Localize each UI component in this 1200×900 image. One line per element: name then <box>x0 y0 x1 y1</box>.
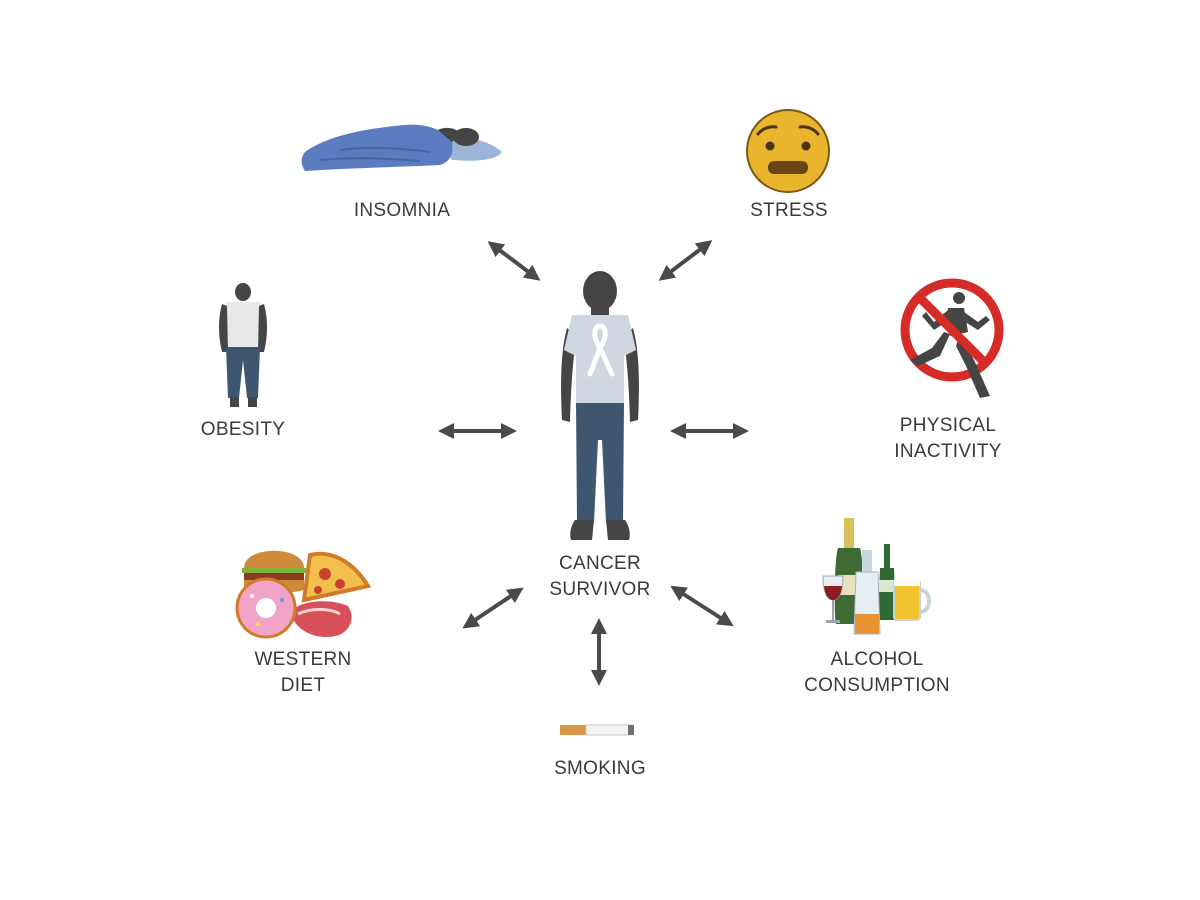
label-physical-inactivity: PHYSICAL INACTIVITY <box>894 413 1002 465</box>
worried-face-icon <box>746 109 830 193</box>
label-stress: STRESS <box>750 198 828 224</box>
physical-inactivity-line2: INACTIVITY <box>894 441 1002 462</box>
cigarette-icon <box>560 724 634 736</box>
stress-text: STRESS <box>750 200 828 221</box>
obesity-text: OBESITY <box>200 419 286 440</box>
arrow-stress <box>658 240 713 281</box>
label-cancer-survivor: CANCER SURVIVOR <box>549 551 650 603</box>
smoking-text: SMOKING <box>554 758 646 779</box>
label-alcohol-consumption: ALCOHOL CONSUMPTION <box>804 647 950 699</box>
no-running-icon <box>900 278 1004 398</box>
awareness-ribbon-icon <box>587 323 615 377</box>
arrow-insomnia <box>487 241 541 281</box>
alcohol-line1: ALCOHOL <box>830 649 924 670</box>
person-silhouette-icon <box>219 283 267 407</box>
cancer-survivor-line2: SURVIVOR <box>549 579 651 600</box>
arrow-western-diet <box>462 587 524 629</box>
alcohol-line2: CONSUMPTION <box>804 675 950 696</box>
label-western-diet: WESTERN DIET <box>254 647 351 699</box>
western-diet-line1: WESTERN <box>254 649 352 670</box>
fast-food-icon <box>235 550 372 639</box>
label-obesity: OBESITY <box>201 417 285 443</box>
bottles-icon <box>822 518 931 635</box>
label-insomnia: INSOMNIA <box>354 198 450 224</box>
insomnia-text: INSOMNIA <box>353 200 451 221</box>
arrow-alcohol <box>670 585 734 627</box>
cancer-survivor-figure <box>561 271 639 540</box>
sleeping-person-icon <box>301 124 502 171</box>
cancer-survivor-line1: CANCER <box>558 553 642 574</box>
label-smoking: SMOKING <box>554 756 646 782</box>
western-diet-line2: DIET <box>280 675 326 696</box>
physical-inactivity-line1: PHYSICAL <box>899 415 997 436</box>
